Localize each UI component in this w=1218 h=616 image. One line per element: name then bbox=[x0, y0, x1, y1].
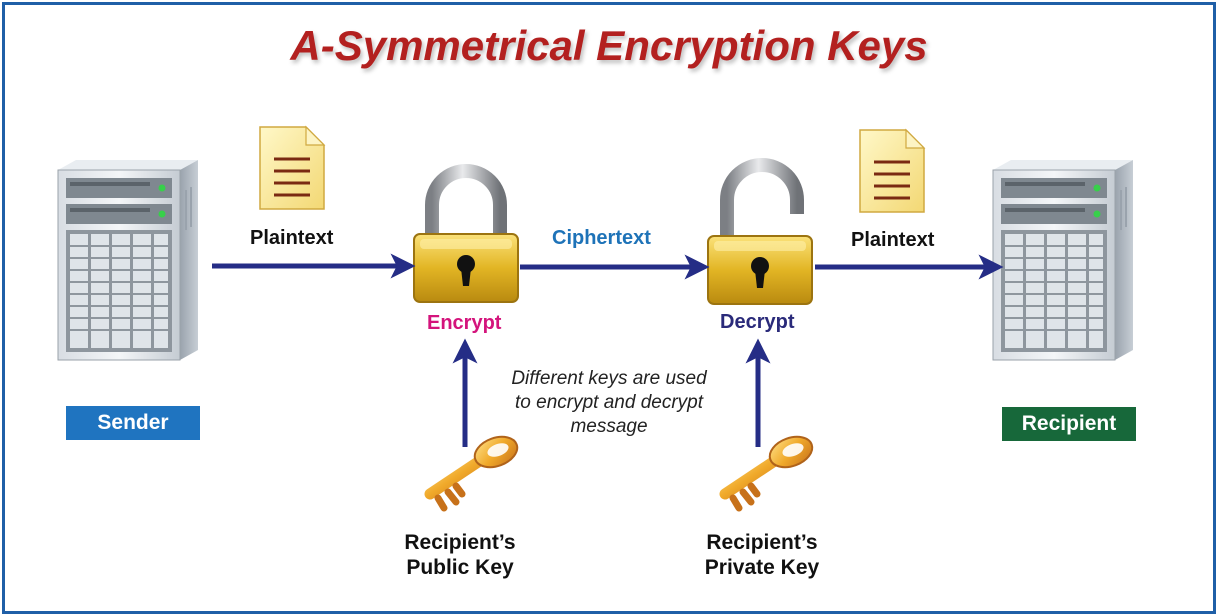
sender-server-icon bbox=[57, 159, 199, 361]
encrypt-locked-padlock-icon bbox=[413, 164, 519, 303]
plaintext-document-left-icon bbox=[258, 125, 326, 211]
recipient-server-icon bbox=[992, 159, 1134, 361]
private-key-label: Recipient’s Private Key bbox=[678, 530, 846, 580]
sender-badge: Sender bbox=[66, 406, 200, 440]
diagram-title: A-Symmetrical Encryption Keys bbox=[290, 22, 928, 69]
public-key-label-line-1: Recipient’s bbox=[404, 531, 516, 554]
decrypt-label: Decrypt bbox=[720, 311, 795, 333]
encrypt-label: Encrypt bbox=[427, 312, 502, 334]
public-key-icon bbox=[430, 431, 521, 508]
public-key-label-line-2: Public Key bbox=[406, 556, 514, 579]
plaintext-document-right-icon bbox=[858, 128, 926, 214]
note-line-1: Different keys are used bbox=[511, 368, 707, 389]
decrypt-unlocked-padlock-icon bbox=[707, 158, 813, 305]
private-key-label-line-1: Recipient’s bbox=[706, 531, 818, 554]
recipient-badge: Recipient bbox=[1002, 407, 1136, 441]
different-keys-note: Different keys are used to encrypt and d… bbox=[488, 367, 730, 439]
ciphertext-label: Ciphertext bbox=[552, 227, 651, 249]
plaintext-label-right: Plaintext bbox=[851, 229, 935, 251]
plaintext-label-left: Plaintext bbox=[250, 227, 334, 249]
private-key-label-line-2: Private Key bbox=[704, 556, 820, 579]
public-key-label: Recipient’s Public Key bbox=[380, 530, 540, 580]
note-line-3: message bbox=[570, 416, 648, 437]
note-line-2: to encrypt and decrypt bbox=[515, 392, 703, 413]
private-key-icon bbox=[725, 431, 816, 508]
